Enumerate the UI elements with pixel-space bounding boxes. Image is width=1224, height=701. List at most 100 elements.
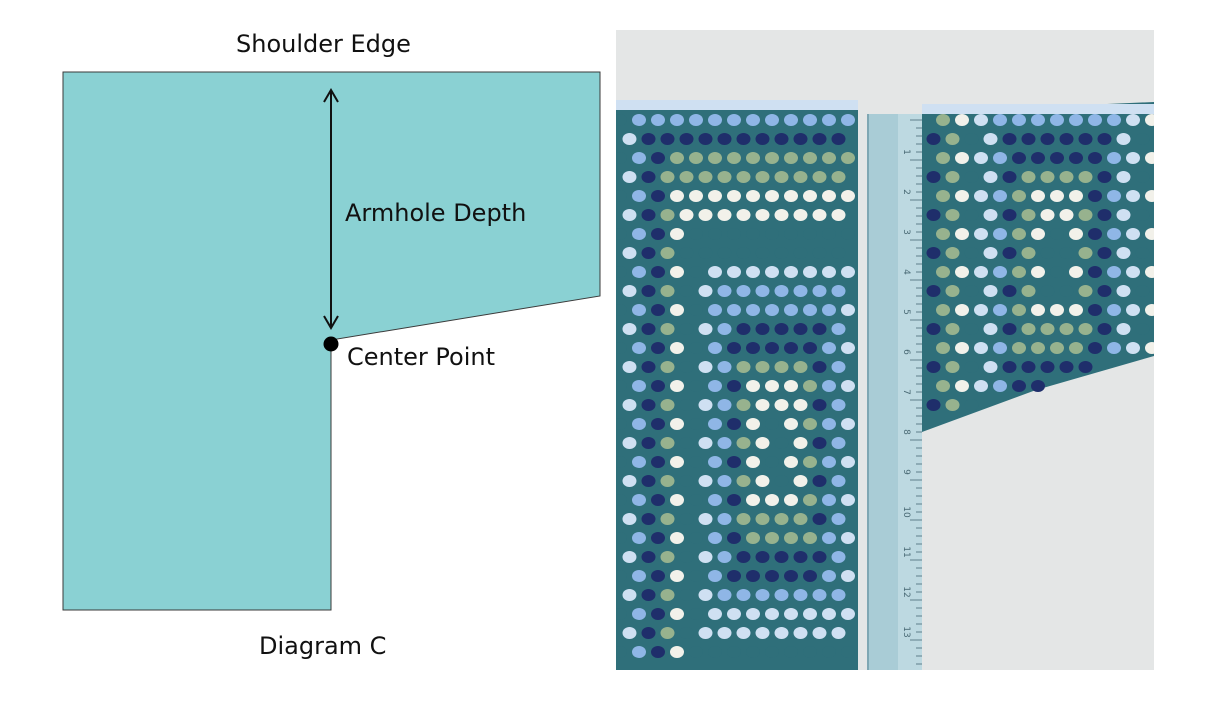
yarn-cluster <box>717 437 732 449</box>
yarn-cluster <box>616 418 627 430</box>
yarn-cluster <box>660 475 675 487</box>
yarn-cluster <box>698 513 713 525</box>
yarn-cluster <box>689 532 703 544</box>
yarn-cluster <box>1078 133 1093 145</box>
yarn-cluster <box>974 304 988 316</box>
yarn-cluster <box>784 380 798 392</box>
yarn-cluster <box>679 589 694 601</box>
yarn-cluster <box>670 152 684 164</box>
yarn-cluster <box>727 114 741 126</box>
yarn-cluster <box>936 380 950 392</box>
yarn-cluster <box>831 247 846 259</box>
yarn-cluster <box>993 228 1007 240</box>
yarn-cluster <box>793 551 808 563</box>
ruler-number: 4 <box>901 269 911 275</box>
yarn-cluster <box>812 513 827 525</box>
yarn-cluster <box>974 342 988 354</box>
yarn-cluster <box>670 228 684 240</box>
yarn-cluster <box>736 399 751 411</box>
yarn-cluster <box>841 570 855 582</box>
yarn-cluster <box>955 114 969 126</box>
yarn-cluster <box>622 437 637 449</box>
yarn-cluster <box>755 399 770 411</box>
yarn-cluster <box>945 323 960 335</box>
yarn-cluster <box>841 266 855 278</box>
yarn-cluster <box>841 342 855 354</box>
yarn-cluster <box>616 532 627 544</box>
ruler-number: 9 <box>901 469 911 475</box>
yarn-cluster <box>1002 209 1017 221</box>
yarn-cluster <box>708 646 722 658</box>
yarn-cluster <box>793 285 808 297</box>
yarn-cluster <box>1078 361 1093 373</box>
yarn-cluster <box>812 437 827 449</box>
yarn-cluster <box>641 209 656 221</box>
yarn-cluster <box>1088 190 1102 202</box>
yarn-cluster <box>755 209 770 221</box>
yarn-cluster <box>679 437 694 449</box>
yarn-cluster <box>632 608 646 620</box>
yarn-cluster <box>698 209 713 221</box>
yarn-cluster <box>651 304 665 316</box>
yarn-cluster <box>974 380 988 392</box>
yarn-cluster <box>651 114 665 126</box>
yarn-cluster <box>945 399 960 411</box>
yarn-cluster <box>670 304 684 316</box>
yarn-cluster <box>1012 228 1026 240</box>
yarn-cluster <box>774 589 789 601</box>
yarn-cluster <box>708 304 722 316</box>
yarn-cluster <box>1031 342 1045 354</box>
yarn-cluster <box>708 532 722 544</box>
yarn-cluster <box>746 380 760 392</box>
yarn-cluster <box>1097 323 1112 335</box>
yarn-cluster <box>1050 304 1064 316</box>
yarn-cluster <box>1069 228 1083 240</box>
yarn-cluster <box>1126 342 1140 354</box>
yarn-cluster <box>774 361 789 373</box>
yarn-cluster <box>784 418 798 430</box>
yarn-cluster <box>955 152 969 164</box>
yarn-cluster <box>689 152 703 164</box>
yarn-cluster <box>831 551 846 563</box>
yarn-cluster <box>993 342 1007 354</box>
yarn-cluster <box>964 323 979 335</box>
yarn-cluster <box>1116 323 1131 335</box>
yarn-cluster <box>936 266 950 278</box>
yarn-cluster <box>698 627 713 639</box>
yarn-cluster <box>717 475 732 487</box>
yarn-cluster <box>765 190 779 202</box>
yarn-cluster <box>755 171 770 183</box>
yarn-cluster <box>1031 266 1045 278</box>
ruler-number: 10 <box>901 506 911 518</box>
yarn-cluster <box>679 247 694 259</box>
yarn-cluster <box>670 266 684 278</box>
yarn-cluster <box>717 247 732 259</box>
armhole-depth-label: Armhole Depth <box>345 199 527 227</box>
yarn-cluster <box>651 608 665 620</box>
yarn-cluster <box>679 399 694 411</box>
yarn-cluster <box>784 570 798 582</box>
yarn-cluster <box>755 475 770 487</box>
yarn-cluster <box>831 589 846 601</box>
yarn-cluster <box>983 209 998 221</box>
yarn-cluster <box>1040 285 1055 297</box>
yarn-cluster <box>1069 266 1083 278</box>
yarn-cluster <box>1012 190 1026 202</box>
ruler-number: 3 <box>901 229 911 235</box>
yarn-cluster <box>727 380 741 392</box>
yarn-cluster <box>641 627 656 639</box>
yarn-cluster <box>651 266 665 278</box>
yarn-cluster <box>755 247 770 259</box>
yarn-cluster <box>803 342 817 354</box>
yarn-cluster <box>622 475 637 487</box>
yarn-cluster <box>746 456 760 468</box>
yarn-cluster <box>689 304 703 316</box>
yarn-cluster <box>822 570 836 582</box>
yarn-cluster <box>964 399 979 411</box>
yarn-cluster <box>632 418 646 430</box>
yarn-cluster <box>774 285 789 297</box>
yarn-cluster <box>765 646 779 658</box>
yarn-cluster <box>793 171 808 183</box>
yarn-cluster <box>831 285 846 297</box>
